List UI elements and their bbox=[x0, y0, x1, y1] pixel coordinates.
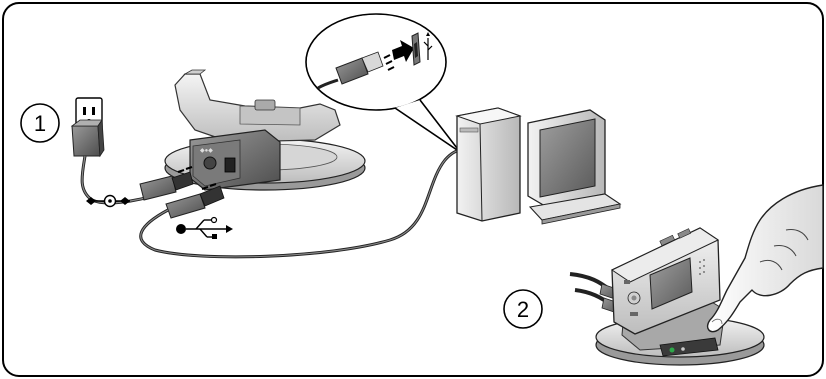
usb-symbol-icon bbox=[176, 216, 233, 239]
step-2-number: 2 bbox=[517, 297, 529, 322]
step-1-number: 1 bbox=[34, 111, 46, 136]
arrow-right-icon bbox=[392, 40, 414, 62]
usb-callout-bubble bbox=[305, 13, 461, 153]
step-1-marker: 1 bbox=[20, 103, 60, 143]
digital-camera-icon bbox=[610, 227, 721, 335]
camera-dock-icon: ◆●◆ bbox=[164, 69, 366, 191]
dc-polarity-icon bbox=[86, 194, 130, 208]
indicator-light bbox=[669, 347, 675, 353]
computer-usb-port bbox=[411, 32, 433, 66]
insertion-dashes bbox=[177, 166, 217, 190]
svg-text:◆●◆: ◆●◆ bbox=[200, 148, 213, 154]
usb-plug-icon bbox=[165, 185, 225, 219]
ac-adapter-icon bbox=[70, 118, 105, 158]
desktop-computer-icon bbox=[455, 107, 622, 225]
step-2-marker: 2 bbox=[503, 289, 543, 329]
dc-plug bbox=[139, 171, 194, 201]
hand-pressing-icon bbox=[706, 184, 824, 333]
